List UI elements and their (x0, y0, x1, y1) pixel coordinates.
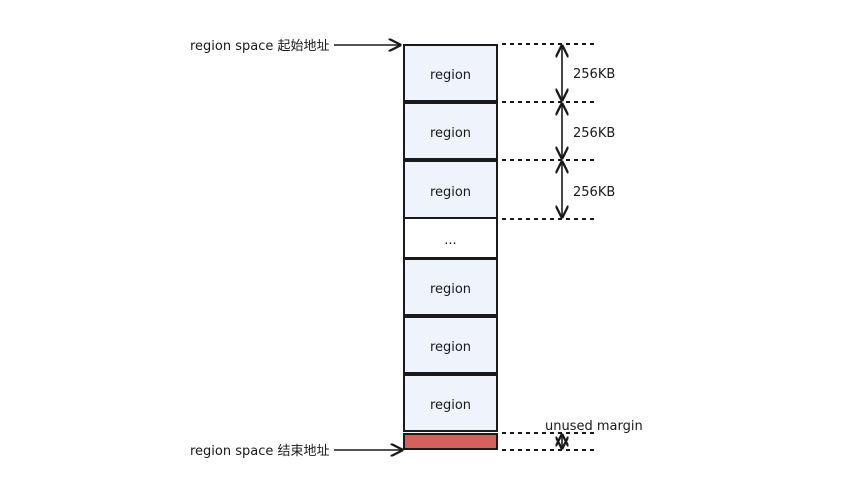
region-block-5: region (403, 316, 498, 374)
region-block-label: region (430, 126, 471, 141)
end-address-label: region space 结束地址 (190, 444, 330, 459)
ellipsis-label: ... (444, 233, 456, 248)
region-block-label: region (430, 340, 471, 355)
region-block-label: region (430, 185, 471, 200)
size-label: 256KB (573, 67, 615, 82)
region-block-label: region (430, 68, 471, 83)
region-block-label: region (430, 398, 471, 413)
region-block-2: region (403, 160, 498, 219)
size-label: 256KB (573, 126, 615, 141)
region-block-1: region (403, 102, 498, 160)
region-block-0: region (403, 44, 498, 102)
size-label: 256KB (573, 185, 615, 200)
start-address-label: region space 起始地址 (190, 39, 330, 54)
region-block-label: region (430, 282, 471, 297)
region-block-4: region (403, 258, 498, 316)
unused-margin-label: unused margin (545, 419, 643, 434)
unused-margin-block (403, 433, 498, 450)
ellipsis-block: ... (403, 217, 498, 259)
region-block-6: region (403, 374, 498, 432)
